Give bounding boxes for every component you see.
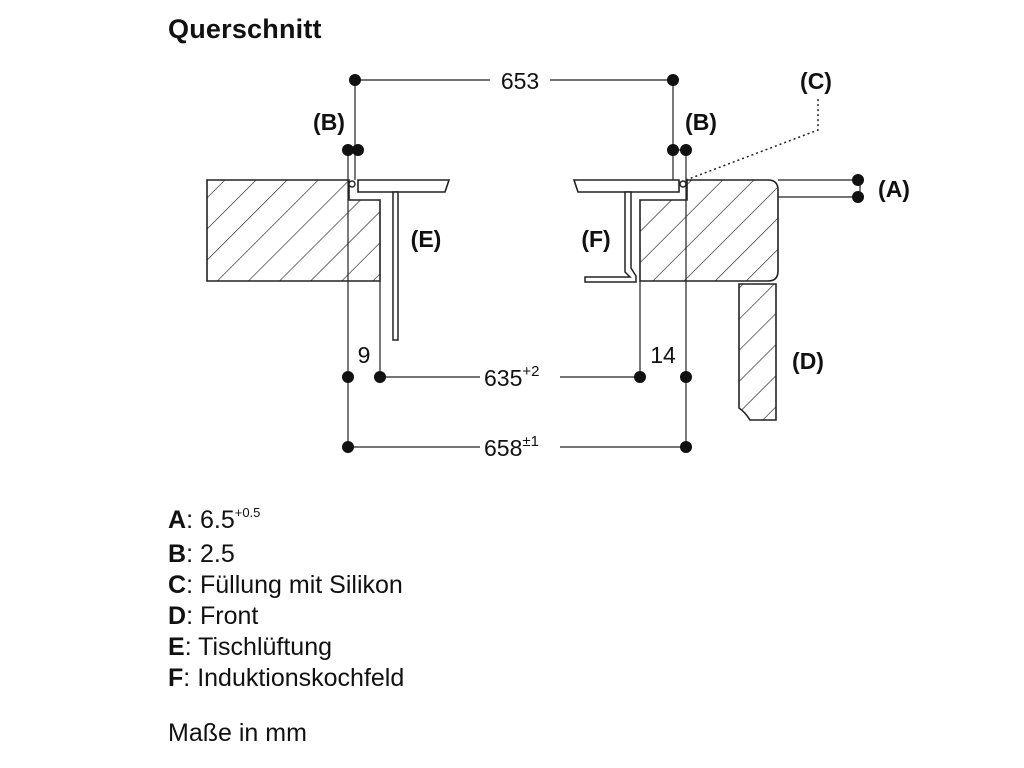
legend-sep: : [184,633,199,661]
legend-value: Induktionskochfeld [197,664,405,692]
callout-e: (E) [411,226,442,252]
left-countertop [206,179,381,282]
diagram-title: Querschnitt [168,14,322,44]
legend-row-a: A: 6.5+0.5 [168,505,404,539]
legend-key: D [168,602,187,630]
legend-key: E [168,633,185,661]
legend-row-d: D: Front [168,601,404,632]
legend-value: Füllung mit Silikon [199,571,403,599]
left-cooktop-glass [357,179,451,193]
legend-row-c: C: Füllung mit Silikon [168,570,404,601]
legend-sep: : [183,664,198,692]
dim-outer-width: 658±1 [484,433,539,461]
legend-sep: : [186,602,200,630]
front-panel [738,283,777,421]
legend-tolerance: +0.5 [234,505,261,520]
legend-row-b: B: 2.5 [168,539,404,570]
legend-key: C [168,571,187,599]
legend-key: A [168,506,187,534]
leader-c [685,97,819,181]
right-countertop [639,179,779,282]
legend-value: 2.5 [199,540,235,568]
callout-a: (A) [878,176,910,202]
cross-section-drawing: 653 9 14 635+2 658±1 (B) (B) (C) (A) (E)… [206,68,910,461]
extension-lines [347,80,861,448]
legend: A: 6.5+0.5 B: 2.5 C: Füllung mit Silikon… [168,505,404,694]
dim-outer-width-value: 658 [484,435,522,461]
legend-value: 6.5 [199,506,235,534]
callout-d: (D) [792,348,824,374]
legend-value: Front [199,602,259,630]
dim-cut-right: 14 [650,342,676,368]
callout-b-right: (B) [685,109,717,135]
callout-b-left: (B) [313,109,345,135]
legend-row-e: E: Tischlüftung [168,632,404,663]
dim-cutout-width: 635+2 [484,363,539,391]
dim-cutout-width-value: 635 [484,365,522,391]
legend-key: F [168,664,184,692]
legend-sep: : [186,506,200,534]
callout-f: (F) [581,226,610,252]
dim-cut-left: 9 [358,342,371,368]
silicone-filling-right [679,180,687,188]
callout-c: (C) [800,68,832,94]
units-note: Maße in mm [168,719,307,747]
legend-key: B [168,540,187,568]
legend-sep: : [186,571,200,599]
legend-sep: : [186,540,200,568]
silicone-filling-left [348,180,356,188]
right-cooktop-glass [572,179,680,193]
legend-value: Tischlüftung [198,633,333,661]
induction-cooktop-bracket [584,191,637,283]
dim-outer-tolerance: ±1 [522,433,539,450]
dim-cutout-tolerance: +2 [522,363,539,380]
dim-top-width: 653 [501,68,539,94]
legend-row-f: F: Induktionskochfeld [168,663,404,694]
table-ventilation [392,191,399,341]
dimension-dots [342,74,864,453]
